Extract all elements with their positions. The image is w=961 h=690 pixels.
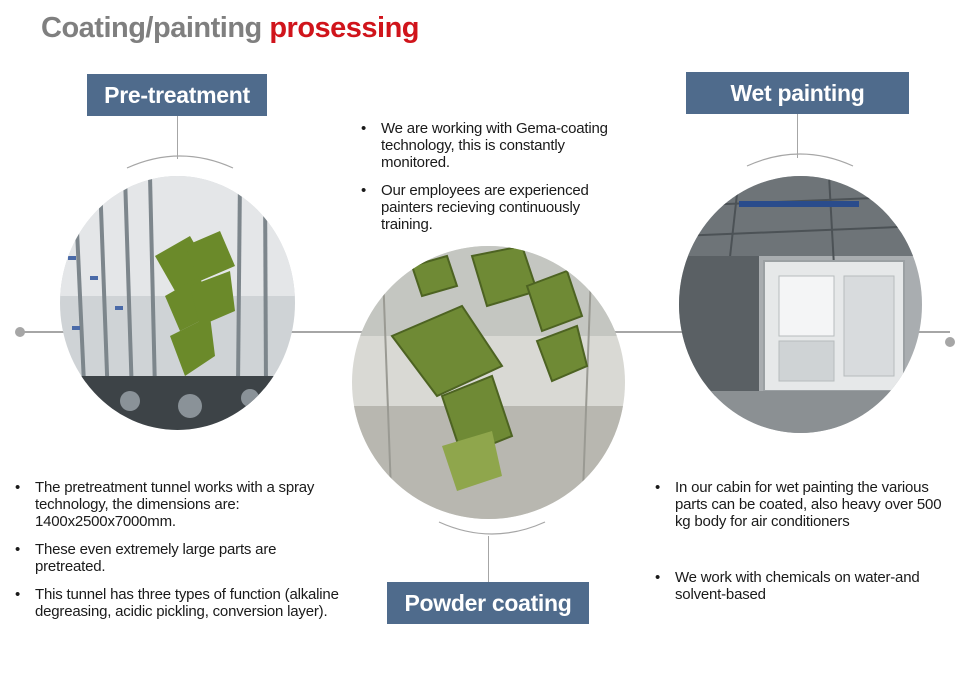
- pretreatment-label: Pre-treatment: [87, 74, 267, 116]
- center-bullet-list: We are working with Gema-coating technol…: [357, 120, 612, 244]
- list-item: Our employees are experienced painters r…: [357, 182, 612, 233]
- title-main: Coating/painting: [41, 12, 262, 44]
- wet-painting-photo: [679, 176, 922, 433]
- page-title: Coating/painting prosessing: [41, 12, 420, 45]
- pretreatment-arc: [126, 155, 234, 169]
- list-item: We work with chemicals on water-and solv…: [651, 569, 951, 603]
- wet-painting-connector: [797, 113, 798, 158]
- wet-painting-label: Wet painting: [686, 72, 909, 114]
- left-bullet-list: The pretreatment tunnel works with a spr…: [11, 479, 341, 631]
- powder-coating-connector: [488, 536, 489, 582]
- powder-coating-arc: [438, 521, 546, 535]
- pretreatment-photo: [60, 176, 295, 430]
- wet-painting-arc: [746, 153, 854, 167]
- powder-coating-label: Powder coating: [387, 582, 589, 624]
- list-item: These even extremely large parts are pre…: [11, 541, 341, 575]
- list-item: This tunnel has three types of function …: [11, 586, 341, 620]
- timeline-end-dot: [945, 337, 955, 347]
- list-item: We are working with Gema-coating technol…: [357, 120, 612, 171]
- right-bullet-list: In our cabin for wet painting the variou…: [651, 479, 951, 614]
- pretreatment-connector: [177, 115, 178, 159]
- list-item: In our cabin for wet painting the variou…: [651, 479, 951, 530]
- list-item: The pretreatment tunnel works with a spr…: [11, 479, 341, 530]
- timeline-start-dot: [15, 327, 25, 337]
- powder-coating-photo: [352, 246, 625, 519]
- title-highlight: prosessing: [269, 12, 420, 44]
